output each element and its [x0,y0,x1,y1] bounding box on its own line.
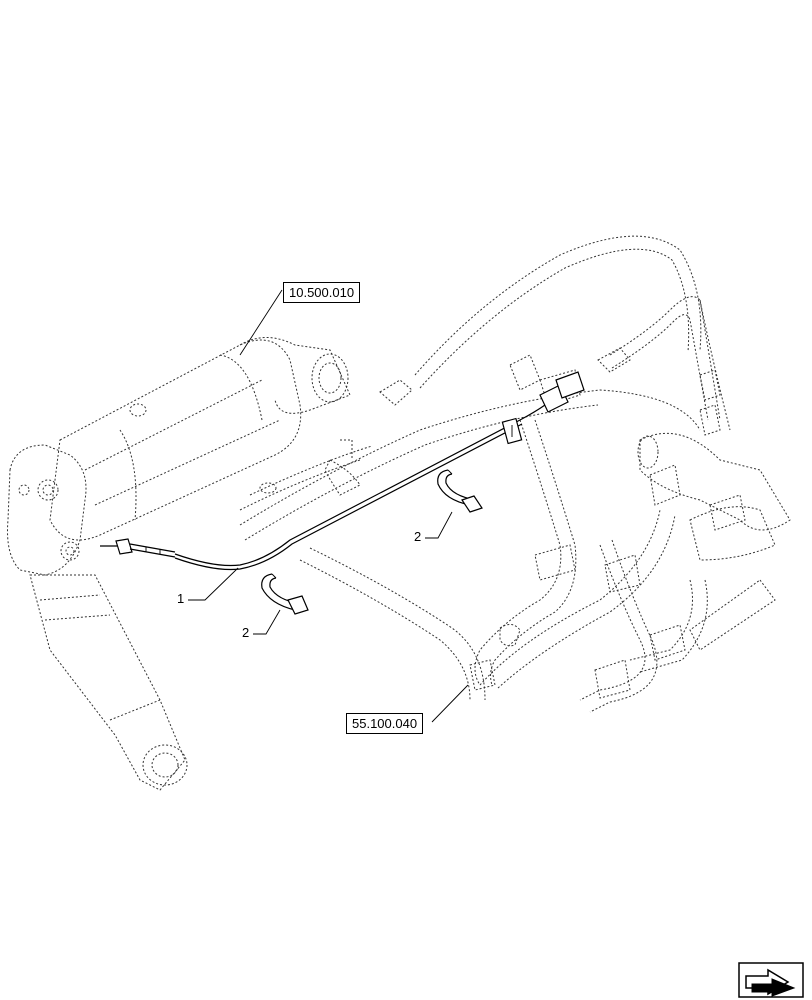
sensor-harness-item-1 [100,371,585,571]
clamp-item-2-upper [437,469,483,513]
engine-harness [239,235,791,713]
callout-item-1: 1 [177,591,185,606]
ref-box-exhaust[interactable]: 10.500.010 [283,282,361,303]
clamp-item-2-lower [261,573,309,615]
ref-box-harness[interactable]: 55.100.040 [346,713,424,734]
callout-item-2-upper: 2 [414,529,422,544]
exhaust-aftertreatment [7,337,351,791]
callout-item-2-lower: 2 [242,625,250,640]
next-page-arrow-icon[interactable] [738,962,804,998]
leader-lines [188,289,469,723]
